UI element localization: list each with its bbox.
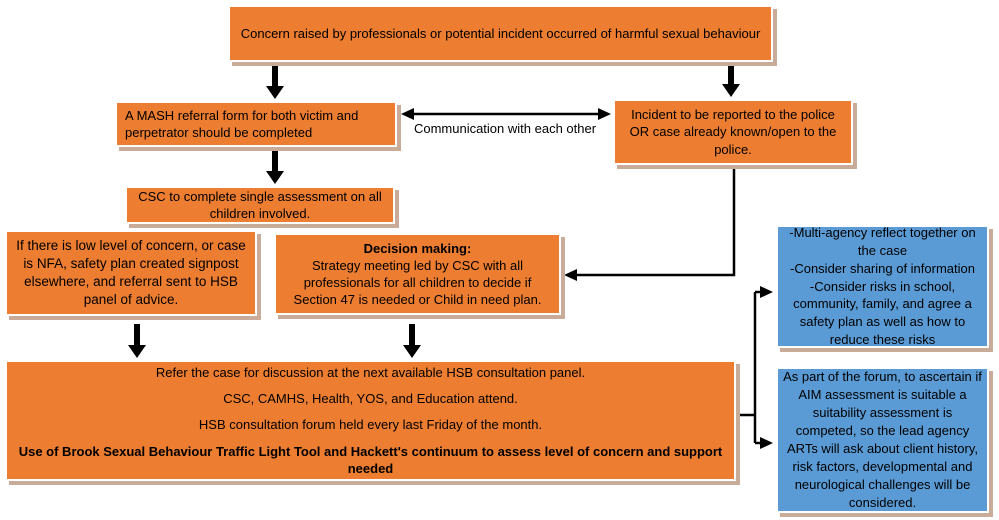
concern-raised-text: Concern raised by professionals or poten… [240,25,761,41]
aim-assessment-note-text: As part of the forum, to ascertain if AI… [783,369,982,510]
panel-line-forum-schedule: HSB consultation forum held every last F… [198,417,543,433]
connector-police-to-decision [564,168,736,281]
hsb-panel-box: Refer the case for discussion at the nex… [5,360,736,481]
low-concern-box: If there is low level of concern, or cas… [5,230,257,316]
police-report-text: Incident to be reported to the police OR… [629,107,837,157]
panel-line-refer: Refer the case for discussion at the nex… [155,365,586,381]
police-report-box: Incident to be reported to the police OR… [613,99,853,165]
arrow-down-icon [403,324,421,358]
panel-line-attendees: CSC, CAMHS, Health, YOS, and Education a… [223,391,518,407]
arrow-down-icon [722,64,740,97]
arrow-down-icon [266,64,284,99]
arrow-down-icon [128,324,146,358]
decision-making-heading: Decision making: [363,240,472,256]
multi-agency-note-text: -Multi-agency reflect together on the ca… [789,224,976,348]
panel-line-tools: Use of Brook Sexual Behaviour Traffic Li… [18,443,723,476]
double-arrow-icon [401,108,611,120]
mash-referral-box: A MASH referral form for both victim and… [115,101,397,147]
csc-assessment-text: CSC to complete single assessment on all… [138,188,382,221]
low-concern-text: If there is low level of concern, or cas… [16,238,246,307]
mash-referral-text: A MASH referral form for both victim and… [125,107,359,140]
aim-assessment-note-box: As part of the forum, to ascertain if AI… [776,367,989,513]
multi-agency-note-box: -Multi-agency reflect together on the ca… [776,225,989,348]
csc-assessment-box: CSC to complete single assessment on all… [125,186,395,224]
communication-label: Communication with each other [413,121,597,136]
arrow-down-icon [266,150,284,184]
decision-making-box: Decision making: Strategy meeting led by… [274,233,561,315]
decision-making-text: Strategy meeting led by CSC with all pro… [293,257,542,308]
concern-raised-box: Concern raised by professionals or poten… [228,5,773,62]
connector-panel-to-notes [738,286,773,449]
